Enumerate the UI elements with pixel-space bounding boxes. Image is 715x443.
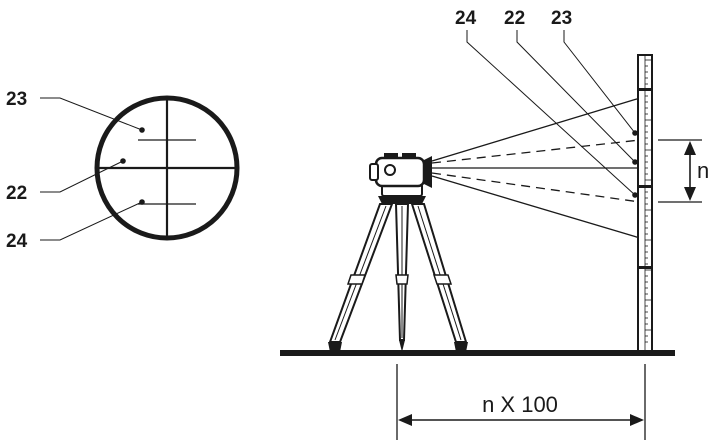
sight-line-lower — [431, 175, 641, 239]
levelling-staff — [637, 54, 653, 352]
interval-label: n — [697, 158, 709, 183]
reticle-leader-22 — [40, 160, 124, 193]
reticle-label-23: 23 — [6, 89, 27, 110]
sight-line-upper — [431, 97, 641, 162]
tripod-head — [378, 196, 426, 204]
interval-dimension — [658, 139, 702, 203]
staff-label-24: 24 — [455, 8, 477, 29]
staff-leader-23 — [563, 30, 636, 134]
staff-leader-24 — [466, 30, 636, 196]
arrow-left-icon — [398, 414, 412, 426]
stadia-line-lower-dashed — [431, 172, 641, 203]
staff-label-22: 22 — [504, 8, 525, 29]
level-instrument — [369, 153, 432, 197]
staff-leader-22 — [516, 30, 636, 163]
reticle-label-22: 22 — [6, 183, 27, 204]
distance-dimension — [396, 364, 646, 440]
arrow-down-icon — [684, 187, 696, 201]
staff-label-23: 23 — [551, 8, 572, 29]
arrow-up-icon — [684, 141, 696, 155]
arrow-right-icon — [630, 414, 644, 426]
distance-label: n X 100 — [482, 392, 558, 417]
reticle-label-24: 24 — [6, 231, 28, 252]
reticle-leader-24 — [40, 201, 143, 241]
ground-line — [280, 350, 675, 356]
tripod — [328, 196, 468, 352]
reticle-view: 23 22 24 — [6, 89, 240, 252]
stadia-line-upper-dashed — [431, 139, 641, 164]
reticle-leader-23 — [40, 97, 143, 131]
sight-lines — [431, 97, 641, 239]
